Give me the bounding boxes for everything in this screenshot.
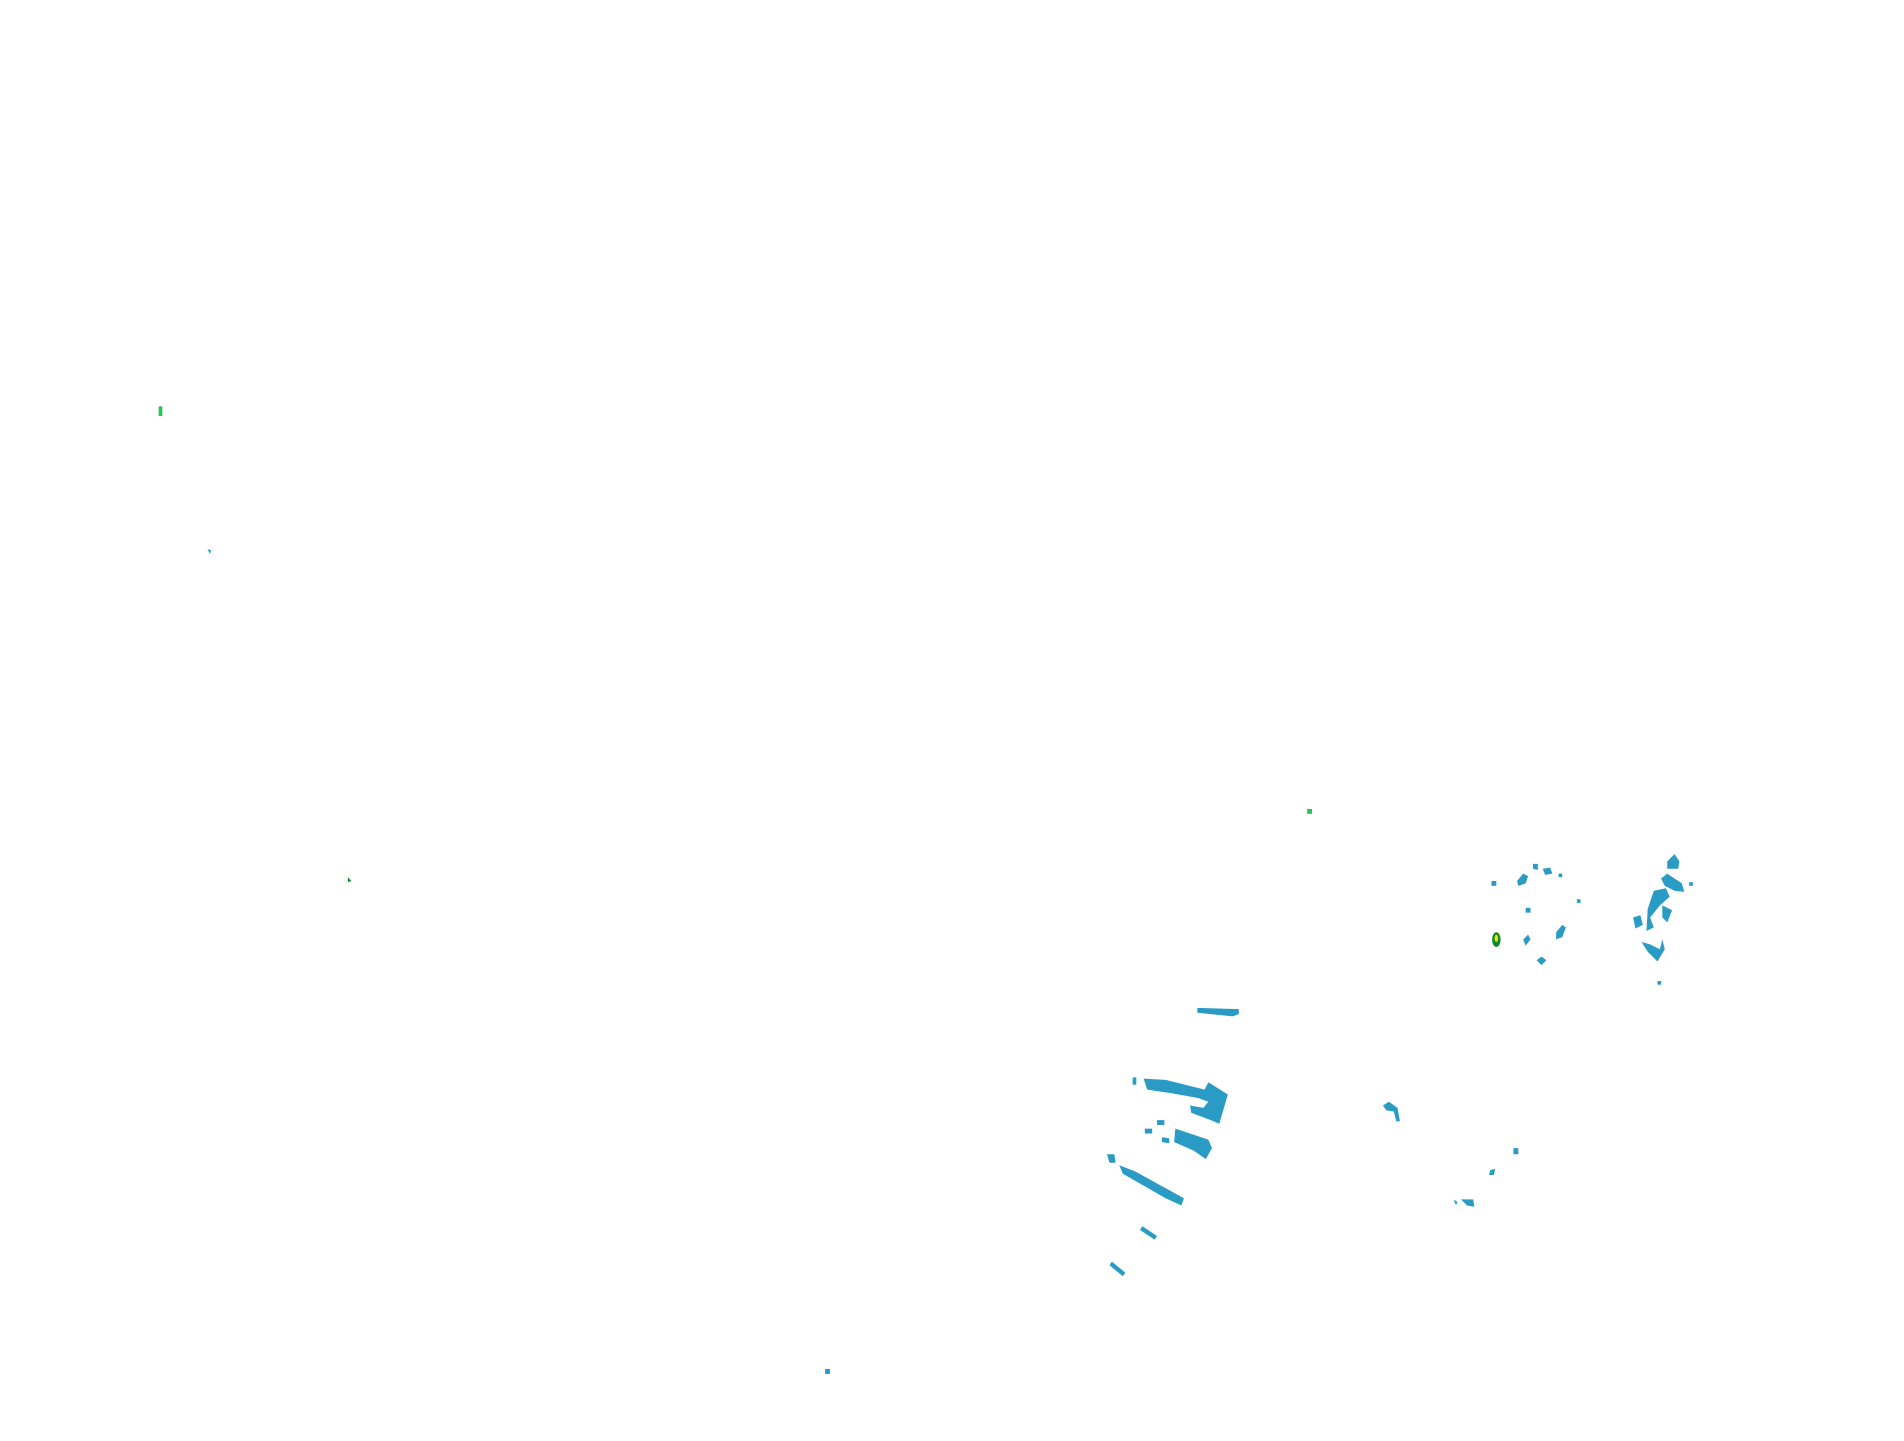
precip-cell: [1641, 939, 1665, 962]
precip-cell: [1532, 863, 1538, 870]
precip-cell: [1633, 915, 1643, 929]
precip-cell: [1139, 1226, 1158, 1240]
precip-cell: [1307, 808, 1313, 814]
precip-cell: [1157, 1120, 1165, 1125]
precip-cell: [1517, 873, 1529, 886]
precip-cell: [1489, 1168, 1496, 1176]
precip-cell: [1523, 934, 1531, 946]
precip-cell: [1556, 924, 1566, 940]
precip-cell: [1689, 882, 1693, 886]
precip-cell: [1453, 1199, 1458, 1206]
precip-cell: [1143, 1078, 1228, 1124]
precip-cell: [1491, 880, 1497, 886]
precip-cell: [1542, 867, 1553, 875]
precip-cell: [1174, 1128, 1212, 1160]
precip-cell: [1119, 1165, 1184, 1206]
precip-cell: [1144, 1128, 1153, 1134]
precip-cell: [1657, 981, 1662, 985]
precip-moderate-cells: [158, 406, 1501, 947]
precip-cell: [1132, 1077, 1137, 1085]
precip-cell: [158, 406, 163, 417]
precip-cell: [1494, 934, 1499, 942]
precip-cell: [1197, 1007, 1239, 1017]
precip-cell: [1646, 888, 1670, 931]
precip-cell: [1576, 899, 1581, 903]
precip-light-cells: [207, 549, 1693, 1374]
precip-cell: [1460, 1199, 1475, 1207]
precip-cell: [1513, 1148, 1519, 1155]
precip-cell: [1536, 956, 1547, 966]
precip-cell: [1558, 873, 1563, 878]
precip-cell: [207, 549, 212, 554]
precip-cell: [1662, 905, 1673, 923]
precip-cell: [1382, 1101, 1400, 1122]
precip-cell: [1667, 854, 1680, 869]
precip-cell: [825, 1369, 830, 1374]
precip-cell: [1161, 1137, 1170, 1144]
precip-cell: [347, 877, 352, 883]
precip-cell: [1661, 873, 1685, 892]
precip-cell: [1107, 1154, 1116, 1163]
precip-cell: [1109, 1261, 1126, 1277]
precip-cell: [1525, 907, 1531, 913]
